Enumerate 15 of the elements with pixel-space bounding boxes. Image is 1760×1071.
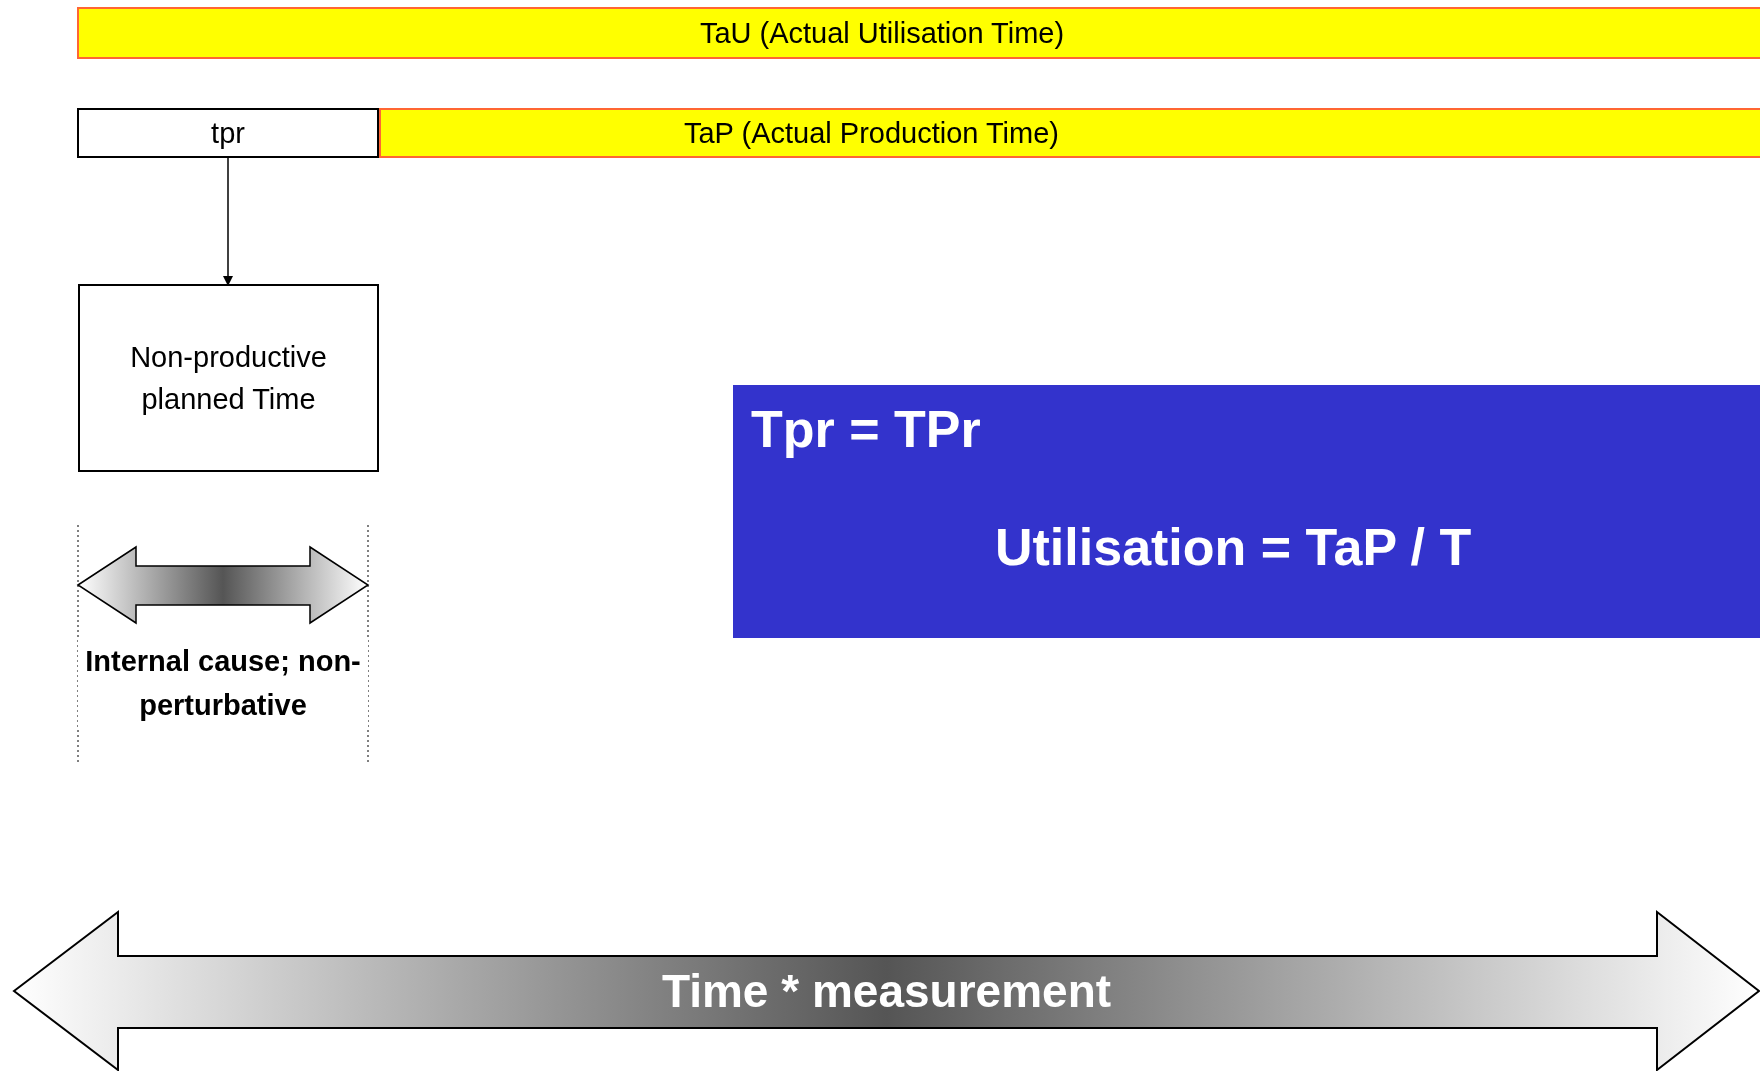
time-box: [77, 108, 379, 158]
box-label: Non-productive planned Time: [129, 339, 328, 417]
formula-heading: Tpr = TPr: [751, 399, 981, 459]
time-bar: [77, 7, 1760, 59]
formula-text: Utilisation = TaP / T: [995, 517, 1472, 577]
process-box: [78, 284, 379, 472]
bar-label: TaP (Actual Production Time): [684, 116, 1059, 150]
time-bar: [379, 108, 1760, 158]
arrow-label: Time * measurement: [661, 964, 1112, 1018]
double-arrow: [13, 911, 1760, 1071]
bar-label: TaU (Actual Utilisation Time): [699, 16, 1065, 50]
arrow: [223, 157, 233, 286]
note-text: Internal cause; non-perturbative: [78, 640, 368, 727]
formula-panel: [733, 385, 1760, 638]
box-label: tpr: [211, 115, 245, 151]
